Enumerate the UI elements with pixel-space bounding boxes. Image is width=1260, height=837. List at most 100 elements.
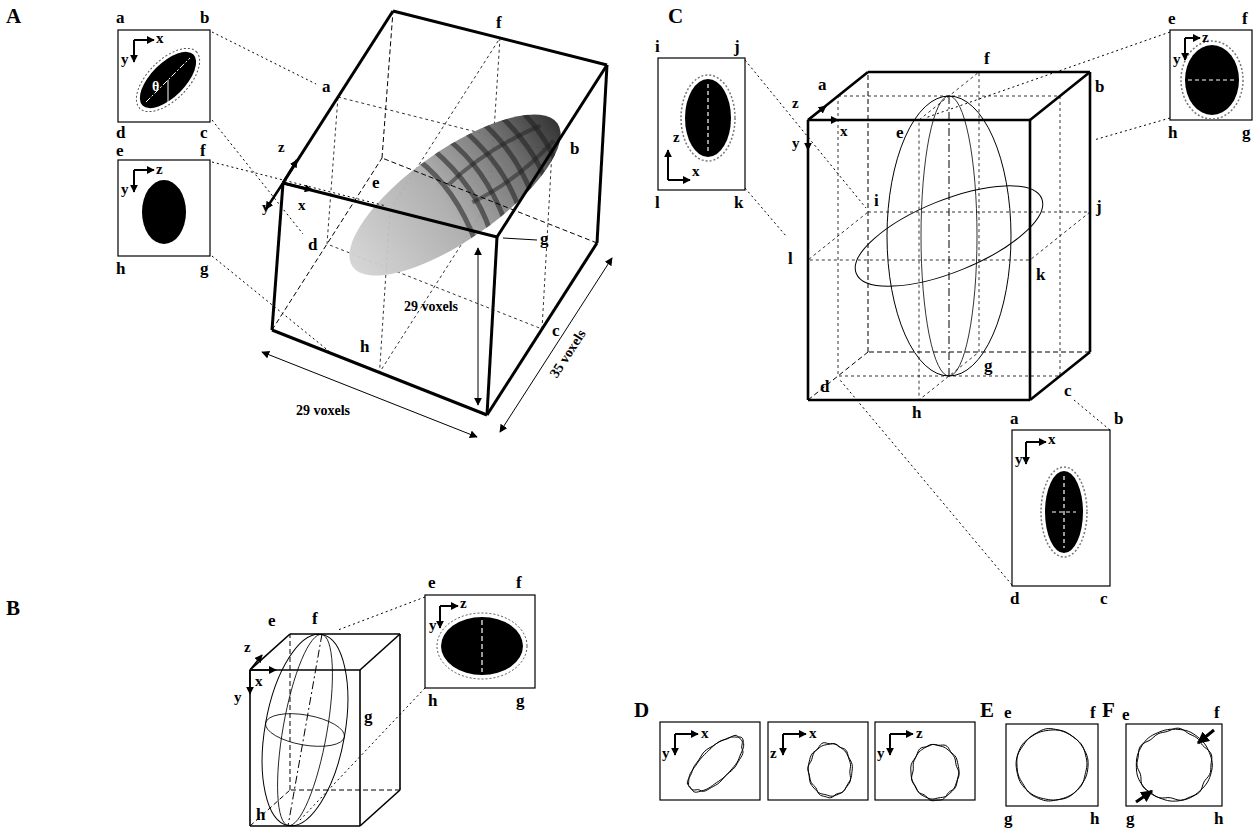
axis-label: x [156, 31, 164, 46]
point-label: g [516, 692, 525, 709]
axis-arrow [782, 734, 784, 755]
contour [1137, 728, 1212, 800]
panel-letter: D [634, 700, 649, 721]
cube-edge [250, 634, 290, 670]
point-label: i [655, 38, 660, 55]
axis-arrow [133, 40, 135, 62]
axis-label: y [662, 746, 670, 761]
inset-frame [768, 722, 868, 800]
cube-hidden-edge [868, 352, 1090, 353]
point-label: f [1242, 10, 1248, 27]
cube-edge [359, 670, 361, 826]
point-label: f [496, 14, 502, 31]
point-label: h [360, 338, 369, 355]
leader-line [745, 188, 786, 236]
point-label: d [1010, 590, 1019, 607]
axis-arrow [250, 655, 262, 670]
axis-label: x [701, 726, 709, 741]
leader-line [338, 597, 425, 630]
inset-frame [1170, 30, 1252, 120]
slice-outline [1181, 41, 1243, 119]
axis-arrow [807, 120, 809, 150]
axis-label: x [840, 124, 848, 139]
cube-edge [808, 119, 1030, 122]
axis-arrow [1026, 441, 1046, 443]
axis-label: z [460, 596, 467, 611]
cube-edge [1089, 72, 1092, 352]
axis-arrow [439, 606, 441, 628]
point-label: g [364, 708, 373, 725]
ellipsoid-slice [1045, 471, 1083, 553]
axis-arrow [808, 106, 826, 120]
axis-label: z [792, 96, 799, 111]
cube-edge [497, 65, 607, 237]
point-label: a [818, 76, 827, 93]
section-plane [838, 96, 1060, 376]
axis-label: y [429, 618, 437, 633]
leader-line [745, 60, 866, 208]
point-label: h [1090, 810, 1099, 827]
cube-edge [1029, 120, 1032, 400]
cube-hidden-edge [272, 158, 382, 330]
axis-label: y [1015, 452, 1023, 467]
point-label: h [1168, 124, 1177, 141]
ellipsoid-outline [249, 628, 361, 833]
axis-label: z [916, 726, 923, 741]
point-label: e [1004, 704, 1012, 721]
axis-label: z [156, 162, 163, 177]
point-label: c [1064, 382, 1072, 399]
inset-frame [425, 595, 535, 688]
point-label: e [268, 612, 276, 629]
axis-label: x [255, 674, 263, 689]
point-label: i [874, 192, 879, 209]
cube-edge [399, 634, 401, 790]
contour [912, 744, 960, 800]
panel-letter: B [6, 598, 20, 619]
point-label: d [820, 378, 829, 395]
axis-label: y [234, 690, 242, 705]
cube-edge [1030, 72, 1090, 120]
embryo-image [324, 82, 586, 307]
leader-line [1074, 400, 1110, 430]
leader-line [212, 32, 316, 84]
axis-label: y [121, 52, 129, 67]
axis-arrow [1025, 442, 1027, 464]
cube-edge [597, 65, 607, 243]
point-label: e [1122, 706, 1130, 723]
slice-outline [1041, 467, 1087, 557]
point-label: c [1100, 590, 1108, 607]
axis-trace [1052, 511, 1076, 512]
point-label: θ [152, 80, 159, 94]
contour [689, 737, 744, 792]
embryo-slice [131, 43, 206, 118]
slice-outline [437, 613, 527, 679]
point-label: g [540, 230, 549, 247]
axis-trace [1188, 79, 1236, 80]
point-label: l [788, 250, 793, 267]
inset-frame [658, 58, 745, 190]
cube-edge [290, 633, 400, 635]
axis-arrow [674, 734, 676, 755]
axis-label: x [809, 726, 817, 741]
leader-line [1094, 118, 1170, 140]
cube-edge [808, 399, 1030, 402]
cube-edge [283, 11, 393, 183]
axis-label: z [244, 640, 251, 655]
point-label: b [1114, 410, 1123, 427]
cube-edge [393, 11, 607, 65]
embryo-body [327, 86, 583, 303]
inset-frame [660, 722, 760, 800]
axis-label: y [877, 746, 885, 761]
point-label: f [1090, 704, 1096, 721]
ellipsoid-slice [1185, 45, 1239, 115]
panel-letter: A [6, 6, 21, 27]
inset-frame [1126, 724, 1222, 806]
axis-label: y [121, 182, 129, 197]
embryo-stripes [418, 90, 575, 242]
cube-edge [272, 183, 283, 330]
point-label: d [308, 236, 317, 253]
ellipsoid-outline [921, 96, 977, 376]
cube-hidden-edge [808, 352, 868, 400]
